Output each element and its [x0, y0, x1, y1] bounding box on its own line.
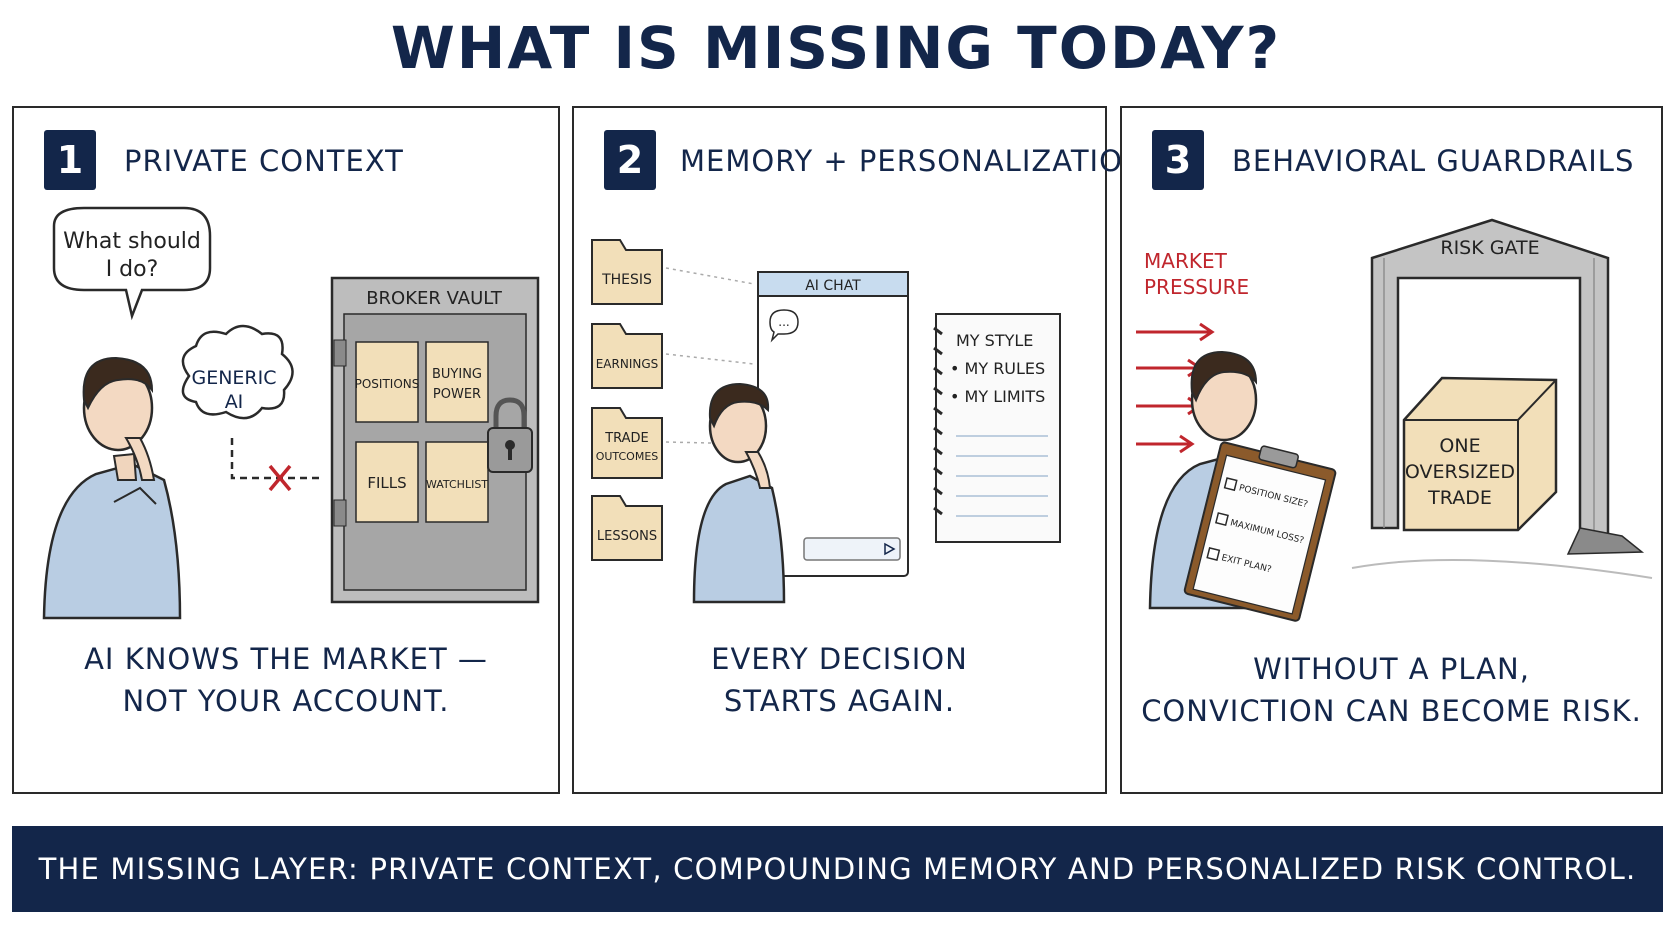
speech-line-2: I do?: [106, 257, 159, 282]
folder-outcomes: OUTCOMES: [596, 450, 659, 463]
compartment-text-buying: BUYING: [432, 367, 482, 382]
panel-title: PRIVATE CONTEXT: [124, 144, 404, 178]
oversized-trade-box: ONE OVERSIZED TRADE: [1402, 376, 1558, 532]
caption-line-1: AI KNOWS THE MARKET —: [84, 642, 488, 676]
compartment-fills: [355, 441, 419, 523]
panel-caption: AI KNOWS THE MARKET — NOT YOUR ACCOUNT.: [14, 638, 558, 722]
box-line-1: ONE: [1439, 435, 1480, 457]
compartment-watchlist: [425, 441, 489, 523]
thought-cloud: GENERIC AI: [181, 324, 294, 420]
panel-number: 2: [604, 130, 656, 190]
pressure-line-2: PRESSURE: [1144, 275, 1249, 299]
panel-caption: WITHOUT A PLAN, CONVICTION CAN BECOME RI…: [1122, 648, 1661, 732]
panel-title: BEHAVIORAL GUARDRAILS: [1232, 144, 1635, 178]
padlock-icon: [487, 397, 533, 473]
folder-trade: TRADE: [604, 431, 649, 446]
box-line-3: TRADE: [1427, 487, 1492, 509]
notebook: [933, 313, 1061, 543]
chat-bubble-text: ...: [778, 315, 789, 329]
caption-line-2: CONVICTION CAN BECOME RISK.: [1141, 694, 1642, 728]
bottom-banner: THE MISSING LAYER: PRIVATE CONTEXT, COMP…: [12, 826, 1663, 912]
speech-line-1: What should: [63, 229, 201, 254]
clipboard: POSITION SIZE? MAXIMUM LOSS? EXIT PLAN?: [1183, 441, 1337, 622]
compartment-text-power: POWER: [433, 387, 481, 402]
chat-input-box: [803, 537, 901, 561]
notebook-line-limits: • MY LIMITS: [950, 387, 1045, 406]
compartment-text-positions: POSITIONS: [355, 377, 420, 391]
person-thinking: [692, 382, 786, 604]
caption-line-1: WITHOUT A PLAN,: [1253, 652, 1530, 686]
send-icon: [884, 542, 896, 556]
panel-behavioral-guardrails: 3 BEHAVIORAL GUARDRAILS MARKET PRESSURE …: [1120, 106, 1663, 794]
compartment-text-fills: FILLS: [367, 474, 406, 492]
caption-line-2: STARTS AGAIN.: [723, 684, 956, 718]
compartment-text-watchlist: WATCHLIST: [426, 478, 488, 491]
person-thinking: [42, 356, 182, 620]
cloud-line-1: GENERIC: [191, 367, 276, 389]
cloud-line-2: AI: [225, 391, 244, 413]
box-line-2: OVERSIZED: [1405, 461, 1515, 483]
panel-memory-personalization: 2 MEMORY + PERSONALIZATION THESIS EARNIN…: [572, 106, 1145, 794]
pressure-line-1: MARKET: [1144, 249, 1228, 273]
panel-caption: EVERY DECISION STARTS AGAIN.: [574, 638, 1105, 722]
speech-bubble: What should I do?: [52, 206, 212, 321]
panel-3-illustration: MARKET PRESSURE RISK GATE ONE OVERSIZED …: [1136, 218, 1653, 622]
broken-connection: [230, 438, 319, 492]
folder-thesis: THESIS: [601, 272, 652, 288]
chat-bubble-icon: [769, 309, 799, 343]
caption-line-2: NOT YOUR ACCOUNT.: [122, 684, 450, 718]
caption-line-1: EVERY DECISION: [711, 642, 968, 676]
notebook-line-style: MY STYLE: [956, 331, 1033, 350]
risk-gate: RISK GATE: [1351, 218, 1653, 579]
folder-lessons: LESSONS: [597, 529, 657, 544]
panel-number: 3: [1152, 130, 1204, 190]
compartment-buying-power: [425, 341, 489, 423]
chat-title: AI CHAT: [805, 278, 861, 294]
vault-label: BROKER VAULT: [366, 288, 503, 309]
panel-number: 1: [44, 130, 96, 190]
compartment-positions: [355, 341, 419, 423]
panel-2-illustration: THESIS EARNINGS TRADE OUTCOMES LESSONS A…: [591, 239, 1061, 604]
panel-title: MEMORY + PERSONALIZATION: [680, 144, 1146, 178]
panel-1-illustration: What should I do? GENERIC AI BROKER VAUL…: [42, 206, 540, 620]
gate-label: RISK GATE: [1440, 237, 1539, 259]
panel-private-context: 1 PRIVATE CONTEXT What should I do? GENE…: [12, 106, 560, 794]
folder-icon: [591, 239, 663, 561]
page-title: WHAT IS MISSING TODAY?: [390, 14, 1282, 82]
folder-earnings: EARNINGS: [596, 357, 659, 371]
notebook-line-rules: • MY RULES: [950, 359, 1045, 378]
